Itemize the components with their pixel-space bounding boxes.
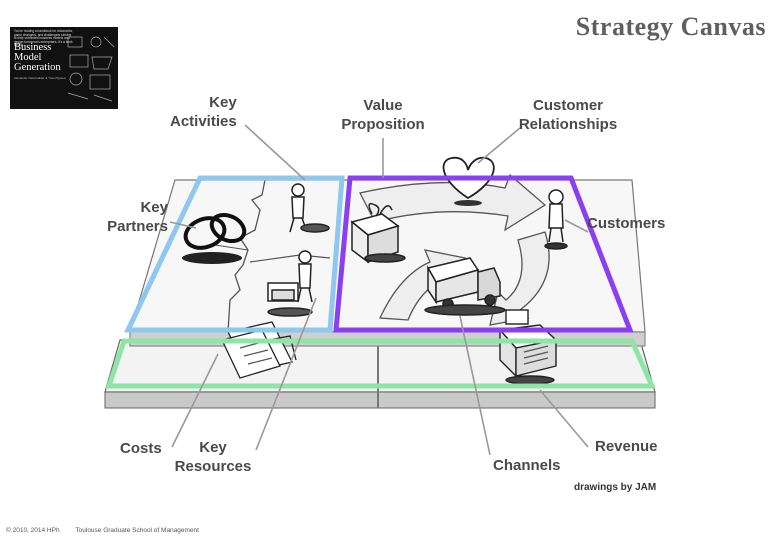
book-title: Business Model Generation [14,42,61,73]
footer: © 2010, 2014 HPh Toulouse Graduate Schoo… [6,527,199,534]
gift-box-icon [350,202,406,264]
label-channels: Channels [493,457,561,474]
book-blurb: You're holding a handbook for visionarie… [14,29,73,48]
page-title: Strategy Canvas [575,12,766,41]
truck-icon [424,257,506,316]
worker-figure-icon [289,183,330,233]
cost-revenue-block-outline [105,338,656,389]
customer-figure-icon [544,189,568,250]
resources-figure-icon [267,250,313,317]
footer-school: Toulouse Graduate School of Management [75,527,199,534]
bottom-slab [104,339,656,409]
book-cover-image: You're holding a handbook for visionarie… [10,27,118,109]
drawings-credit: drawings by JAM [574,482,657,493]
documents-icon [221,321,297,379]
rings-icon [183,212,247,250]
key-partners-block-outline [124,175,345,333]
label-revenue: Revenue [595,438,658,455]
value-arrows [359,173,550,326]
footer-copyright: © 2010, 2014 HPh [6,527,60,534]
label-customers: Customers [587,215,666,232]
book-byline: Alexander Osterwalder & Yves Pigneur [14,76,66,80]
book-doodles-icon [67,36,115,102]
leader-lines [169,124,589,456]
value-customer-block-outline [333,175,634,333]
label-costs: Costs [120,440,162,457]
